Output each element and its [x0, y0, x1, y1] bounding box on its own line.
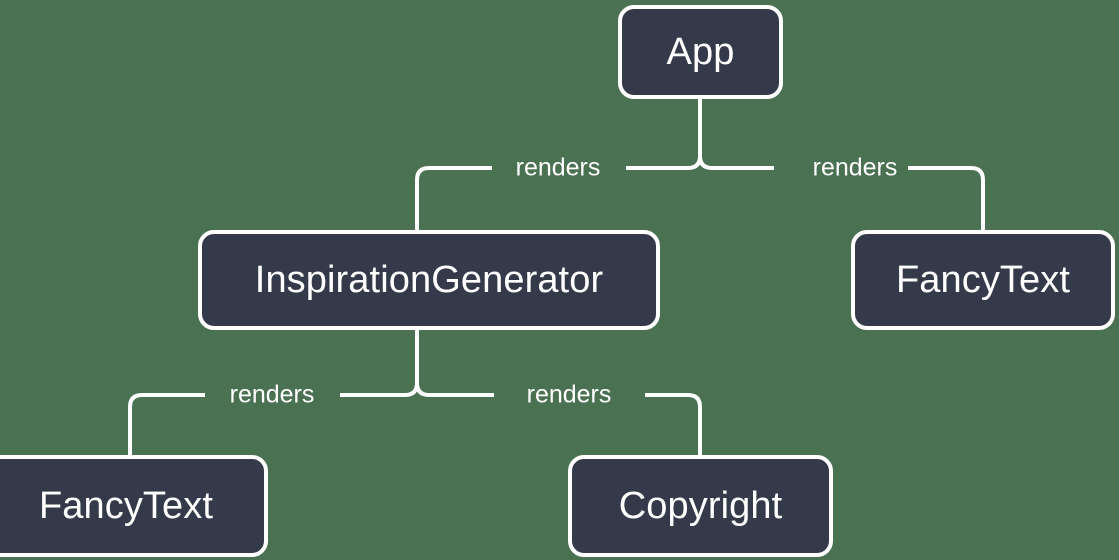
edge-label-app-to-inspirationgenerator: renders [515, 153, 601, 182]
edge-app-to-fancytext-right [908, 166, 985, 230]
edge-inspirationgenerator-to-copyright [645, 393, 702, 455]
node-inspirationgenerator-label: InspirationGenerator [254, 258, 604, 301]
node-copyright-label: Copyright [618, 484, 783, 527]
node-app[interactable]: App [618, 5, 783, 99]
edge-app-split-right [698, 155, 774, 170]
edge-label-inspirationgenerator-to-copyright: renders [526, 380, 612, 409]
edge-inspirationgenerator-to-fancytext-left [128, 393, 205, 455]
node-fancytext-right[interactable]: FancyText [851, 230, 1115, 330]
edge-label-app-to-fancytext-right: renders [812, 153, 898, 182]
edge-label-inspirationgenerator-to-fancytext-left: renders [229, 380, 315, 409]
node-inspirationgenerator[interactable]: InspirationGenerator [198, 230, 660, 330]
node-fancytext-right-label: FancyText [895, 258, 1071, 301]
node-copyright[interactable]: Copyright [568, 455, 833, 557]
edge-app-to-inspirationgenerator [415, 166, 492, 230]
edge-inspirationgenerator-split-left [340, 382, 419, 397]
node-fancytext-bottom-left-label: FancyText [38, 484, 214, 527]
edge-inspirationgenerator-split-right [415, 382, 494, 397]
node-fancytext-bottom-left[interactable]: FancyText [0, 455, 268, 557]
edge-app-split-left [626, 155, 702, 170]
node-app-label: App [666, 30, 735, 73]
